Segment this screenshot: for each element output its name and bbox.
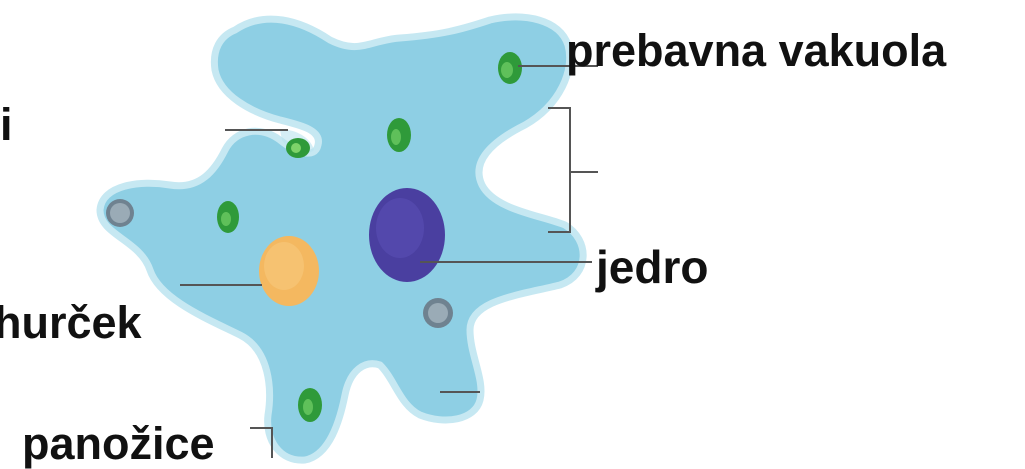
bracket-ectoplasm — [548, 107, 598, 233]
food-vacuole-bottom — [298, 388, 322, 422]
label-partial-mid-left: hurček — [0, 297, 142, 348]
food-vacuole-ingested — [286, 138, 310, 158]
label-jedro: jedro — [596, 241, 709, 293]
leader-line-panozice — [250, 427, 273, 458]
food-vacuole-center — [387, 118, 411, 152]
label-panozice: panožice — [22, 418, 215, 469]
label-prebavna-vakuola: prebavna vakuola — [566, 25, 947, 76]
cell-membrane — [96, 13, 587, 464]
label-partial-top-left: i — [0, 99, 13, 150]
food-vacuole-top-right — [498, 52, 522, 84]
food-vacuole-left — [217, 201, 239, 233]
